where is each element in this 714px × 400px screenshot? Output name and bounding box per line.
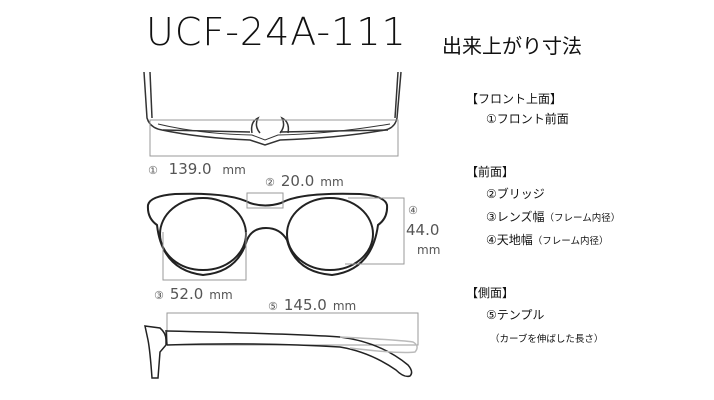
dimension-4-value: 44.0 (406, 221, 440, 239)
legend-item-5: ⑤テンプル (486, 308, 545, 322)
legend-top-heading: 【フロント上面】 (466, 92, 563, 106)
legend-side-heading: 【側面】 (466, 286, 515, 300)
legend-item-1: ①フロント前面 (486, 112, 569, 126)
legend-item-3: ③レンズ幅（フレーム内径） (486, 210, 621, 224)
side-view-drawing (144, 325, 418, 379)
legend-item-4: ④天地幅（フレーム内径） (486, 233, 609, 247)
dimension-4-num: ④ (408, 204, 418, 217)
legend-item-2: ②ブリッジ (486, 187, 545, 201)
model-title: UCF-24A-111 (146, 10, 407, 54)
bridge-box (246, 192, 284, 209)
front-width-box (149, 119, 399, 157)
dimension-1: ① 139.0 mm (148, 160, 246, 178)
subtitle: 出来上がり寸法 (442, 34, 582, 58)
temple-length-box (166, 312, 419, 346)
front-view-drawing (146, 192, 389, 277)
top-view-drawing (143, 71, 402, 146)
lens-width-box (162, 232, 247, 281)
legend-item-5-note: （カーブを伸ばした長さ） (490, 334, 604, 345)
dimension-4-unit: mm (417, 243, 441, 257)
lens-height-box (345, 197, 405, 265)
legend-front-heading: 【前面】 (466, 165, 515, 179)
